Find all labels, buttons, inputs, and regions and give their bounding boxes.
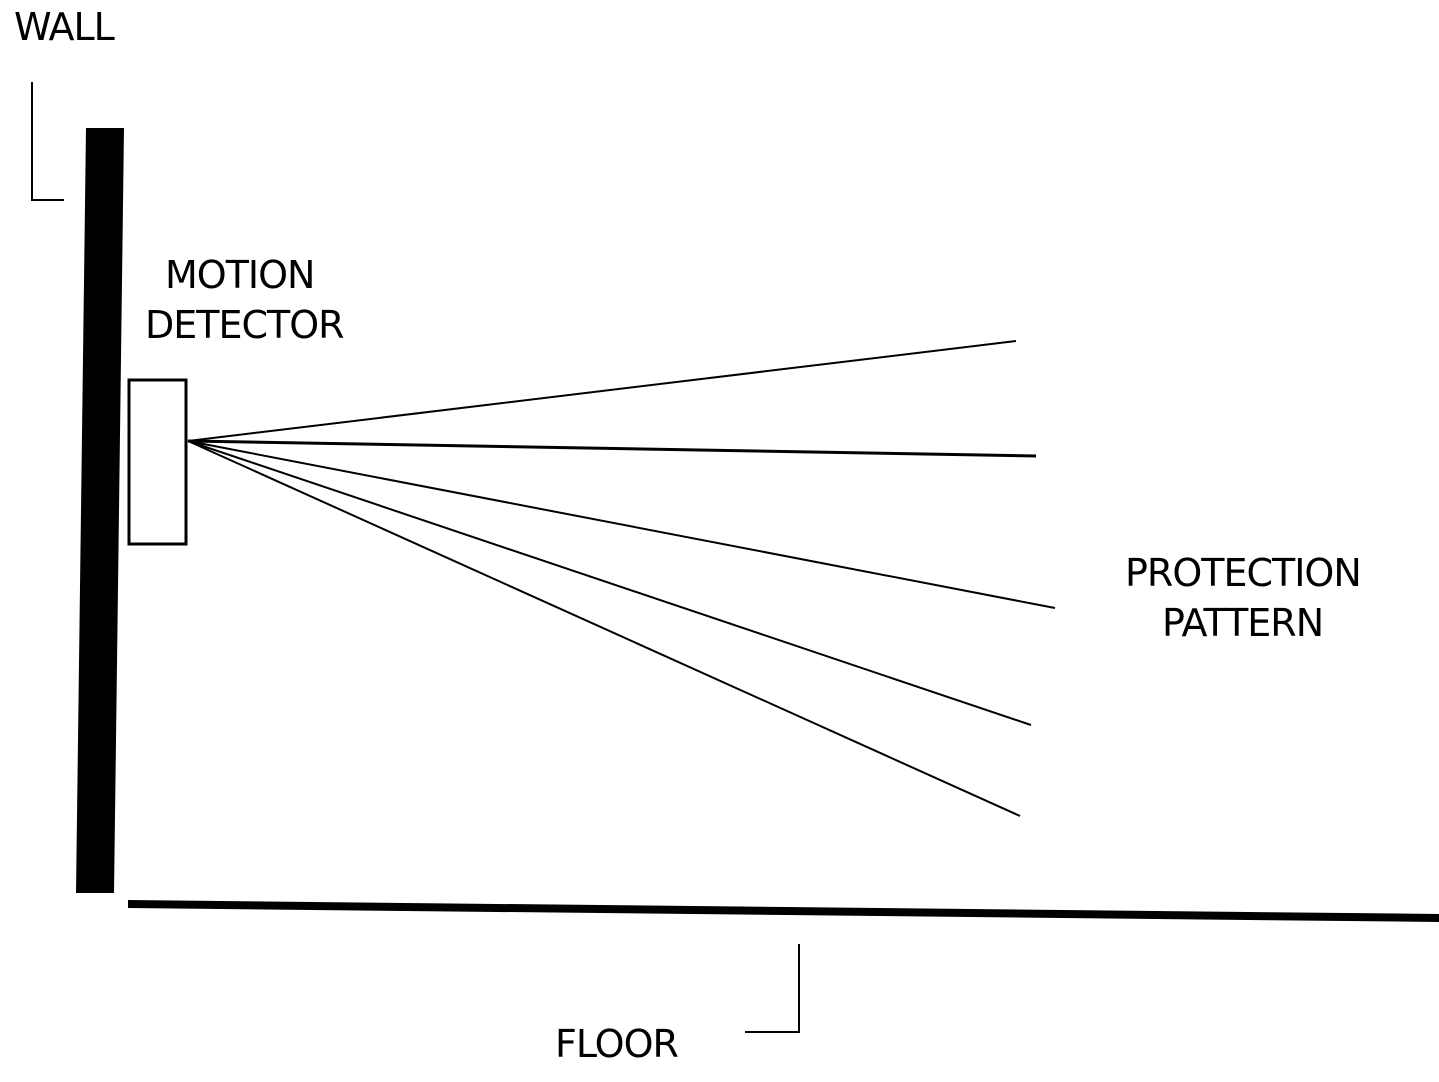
motion-detector [127, 378, 188, 546]
ray-5 [187, 440, 1021, 817]
wall [76, 128, 124, 893]
protection-pattern-label-line2: PATTERN [1162, 601, 1323, 645]
protection-pattern-rays [187, 340, 1056, 817]
protection-pattern-label-line1: PROTECTION [1125, 551, 1361, 595]
floor [128, 900, 1439, 922]
floor-label: FLOOR [555, 1022, 678, 1066]
ray-1 [187, 340, 1017, 442]
wall-leader-line [31, 82, 64, 201]
ray-3 [187, 440, 1056, 609]
motion-detector-label-line2: DETECTOR [145, 303, 344, 347]
ray-4 [187, 440, 1032, 726]
wall-label: WALL [14, 5, 115, 49]
ray-2 [187, 439, 1037, 458]
motion-detector-label-line1: MOTION [165, 253, 314, 297]
floor-leader-line [745, 944, 800, 1033]
